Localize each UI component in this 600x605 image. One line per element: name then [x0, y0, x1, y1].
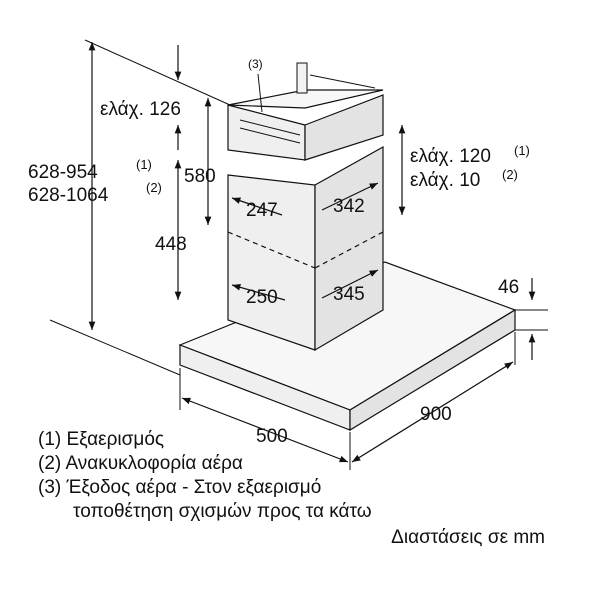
slot-row-2: [239, 127, 301, 144]
dim-342-arrow: [321, 182, 379, 211]
outlet-flange: [296, 62, 308, 94]
dim-345-arrow: [321, 269, 379, 299]
worktop-line: [49, 319, 181, 376]
overlap-dash-right: [314, 231, 384, 269]
dim-250-arrow: [231, 284, 286, 301]
chimney-upper-front: [227, 104, 306, 161]
ceiling-line: [84, 39, 231, 106]
legend-item-2: (2) Ανακυκλοφορία αέρα: [38, 453, 243, 474]
outlet-label: (3): [248, 57, 263, 71]
legend-item-1: (1) Εξαερισμός: [38, 429, 164, 450]
legend-item-3-line-2: τοποθέτηση σχισμών προς τα κάτω: [73, 501, 372, 522]
dim-900-label: 900: [420, 404, 452, 425]
min-126-label: ελάχ. 126: [100, 99, 181, 120]
outlet-slots: [309, 74, 376, 89]
chimney-upper-top: [227, 89, 384, 109]
dim-500-label: 500: [256, 426, 288, 447]
height-range-1-note: (1): [136, 157, 152, 172]
dim-250-label: 250: [246, 287, 278, 308]
min-10-label: ελάχ. 10: [410, 170, 480, 191]
outlet-leader: [257, 73, 263, 113]
units-note: Διαστάσεις σε mm: [391, 527, 545, 548]
height-range-1: 628-954: [28, 162, 98, 183]
dim-46-label: 46: [498, 277, 519, 298]
legend-item-3-line-1: (3) Έξοδος αέρα - Στον εξαερισμό: [38, 477, 321, 498]
dim-342-label: 342: [333, 196, 365, 217]
height-range-2-note: (2): [146, 180, 162, 195]
min-120-label: ελάχ. 120: [410, 146, 491, 167]
min-120-note: (1): [514, 143, 530, 158]
height-range-2: 628-1064: [28, 185, 109, 206]
dim-247-label: 247: [246, 200, 278, 221]
dim-500-line: [181, 397, 349, 463]
dim-580-label: 580: [184, 166, 216, 187]
dim-900-line: [351, 361, 514, 463]
dim-448-label: 448: [155, 234, 187, 255]
dim-247-arrow: [231, 197, 283, 216]
dim-345-label: 345: [333, 284, 365, 305]
chimney-lower-side: [314, 145, 384, 352]
chimney-upper-side: [304, 94, 384, 161]
slot-row-1: [239, 119, 301, 136]
overlap-dash-left: [227, 231, 316, 269]
min-10-note: (2): [502, 167, 518, 182]
